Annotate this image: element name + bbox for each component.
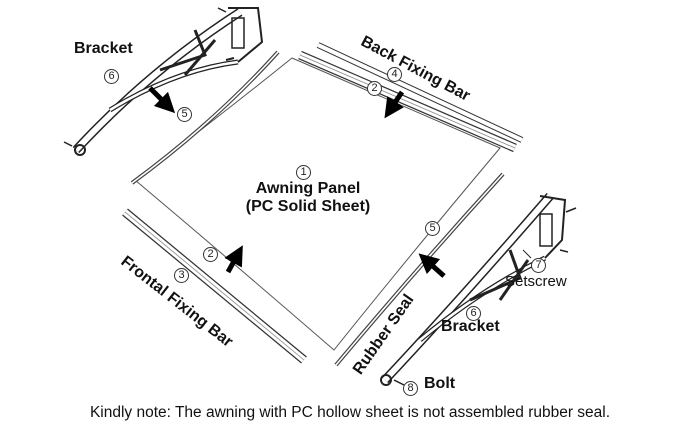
- part-number-2-back: 2: [367, 81, 382, 96]
- left-rubber-seal: [130, 50, 280, 185]
- assembly-note: Kindly note: The awning with PC hollow s…: [89, 404, 611, 421]
- part-number-7: 7: [531, 258, 546, 273]
- frontal-fixing-bar: [122, 208, 307, 364]
- awning-panel-title: Awning Panel: [255, 180, 361, 197]
- part-number-3: 3: [174, 268, 189, 283]
- part-number-8: 8: [403, 381, 418, 396]
- part-number-5-left: 5: [177, 107, 192, 122]
- part-number-1: 1: [296, 165, 311, 180]
- back-fixing-bar: [298, 42, 524, 153]
- bottom-bracket: [380, 193, 577, 386]
- setscrew-leader: [522, 249, 532, 259]
- bolt-label: Bolt: [424, 375, 456, 392]
- bolt: [393, 379, 405, 386]
- bracket-top-label: Bracket: [74, 40, 133, 57]
- bracket-bottom-label: Bracket: [441, 318, 500, 335]
- arrow-front-bar-up: [224, 245, 243, 274]
- arrow-seal-to-bracket: [418, 253, 446, 278]
- part-number-4: 4: [387, 67, 402, 82]
- part-number-6-left: 6: [104, 69, 119, 84]
- top-bracket: [63, 7, 264, 156]
- awning-panel-label: Awning Panel (PC Solid Sheet): [228, 180, 388, 216]
- arrow-bracket-to-seal: [148, 86, 176, 114]
- setscrew-label: Setscrew: [505, 273, 567, 290]
- part-number-2-front: 2: [203, 247, 218, 262]
- part-number-5-right: 5: [425, 221, 440, 236]
- part-number-6-right: 6: [466, 306, 481, 321]
- awning-panel-subtitle: (PC Solid Sheet): [245, 198, 371, 215]
- arrow-back-bar-down: [384, 90, 405, 119]
